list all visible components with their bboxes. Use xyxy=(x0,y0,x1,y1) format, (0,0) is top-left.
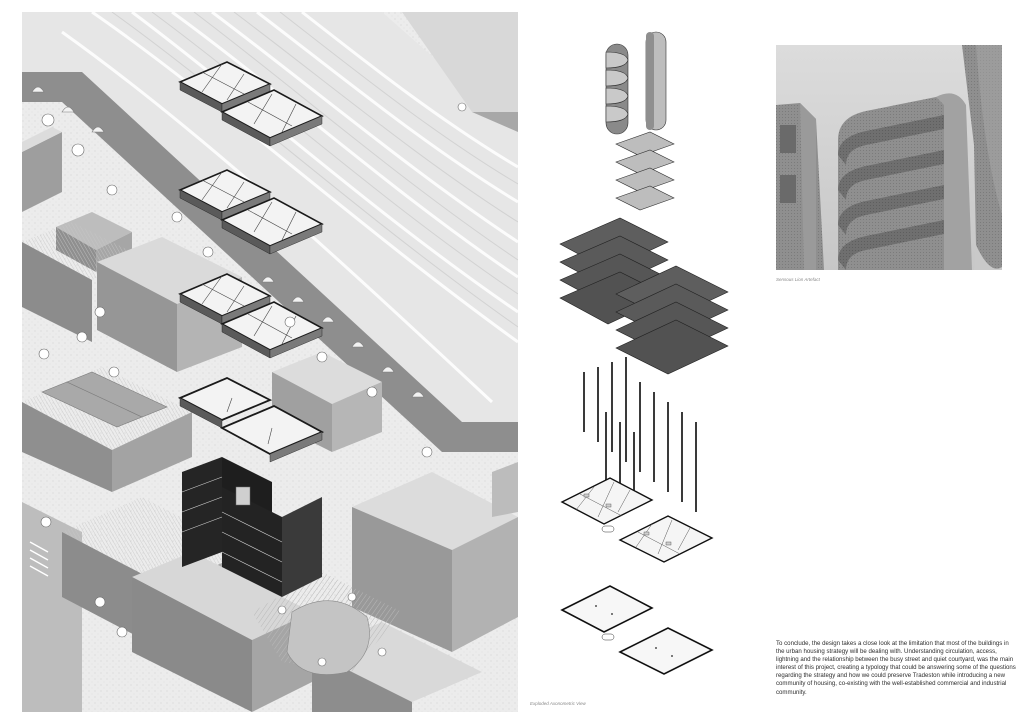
spiral-stair-component xyxy=(605,31,667,135)
furnished-floor-plans xyxy=(560,477,714,563)
context-buildings xyxy=(22,127,518,712)
core-wall-plates xyxy=(615,131,675,211)
photo-caption: Sensous Lion Artefact xyxy=(776,277,820,282)
conclusion-paragraph: To conclude, the design takes a close lo… xyxy=(776,640,1016,696)
exploded-floor-plates xyxy=(177,61,325,463)
courtyard xyxy=(252,572,402,675)
axonometric-caption: Exploded Axonometric View xyxy=(530,701,586,706)
concrete-facade-photo xyxy=(776,45,1002,270)
curved-balconies xyxy=(838,93,972,270)
trees xyxy=(38,102,467,667)
exploded-component-stack xyxy=(540,12,750,712)
floor-slab-stack xyxy=(559,217,729,375)
structural-shell-plans xyxy=(560,585,714,675)
column-grid xyxy=(583,357,697,512)
proposed-tower xyxy=(181,457,322,597)
axonometric-site-drawing xyxy=(22,12,518,712)
